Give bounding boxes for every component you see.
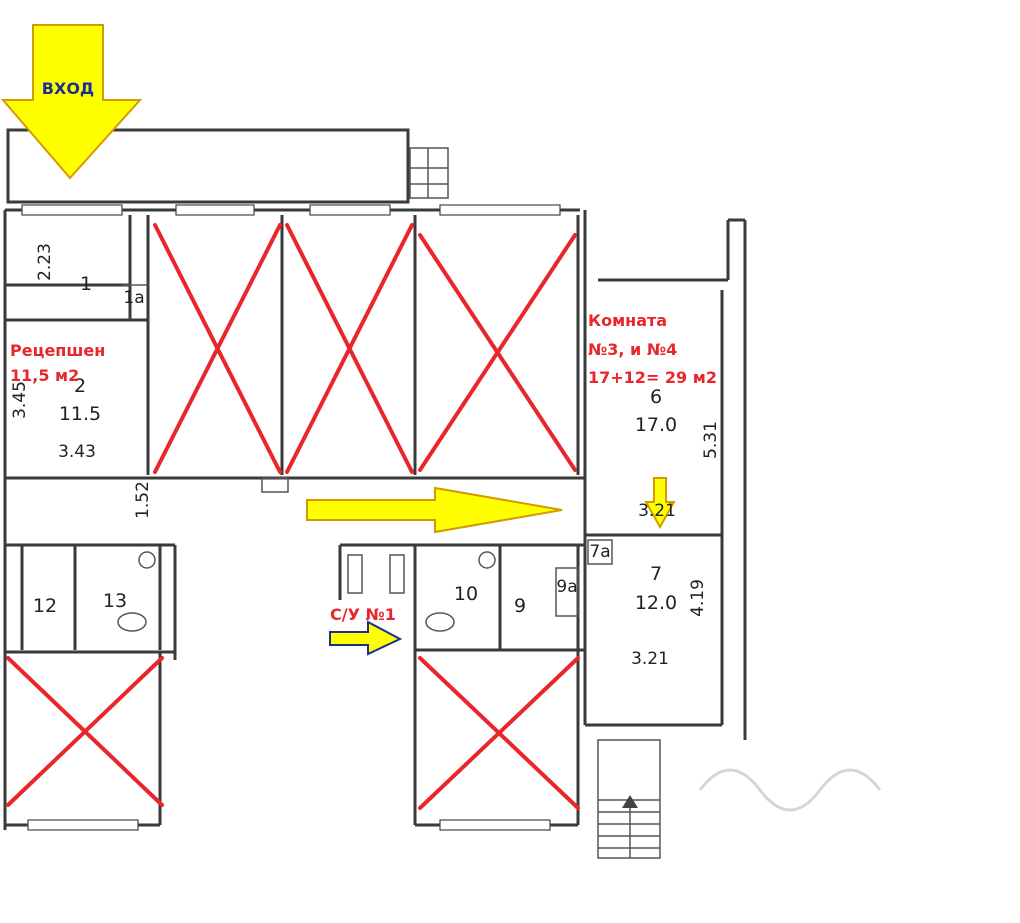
room-9-number: 9 — [514, 595, 526, 617]
room-1-dim: 2.23 — [35, 243, 55, 281]
plan-labels: 2.23 1 1а 3.45 2 11.5 3.43 1.52 6 17.0 5… — [10, 243, 721, 669]
corridor-arrow — [306, 486, 563, 534]
entrance-label: ВХОД — [42, 79, 94, 98]
crossed-rooms — [6, 223, 580, 810]
room-1-number: 1 — [80, 273, 92, 295]
toilet-arrow — [329, 620, 403, 656]
room-12-number: 12 — [33, 595, 57, 617]
room-7-area: 12.0 — [635, 592, 677, 614]
stair-box — [409, 147, 449, 199]
room-7-height: 4.19 — [688, 579, 708, 617]
room-13-number: 13 — [103, 590, 127, 612]
room-7-number: 7 — [650, 563, 662, 585]
cross-office-e2 — [418, 656, 580, 810]
room-9a-number: 9а — [556, 577, 577, 597]
annotations: ВХОД Рецепшен 11,5 м2 Комната №3, и №4 1… — [10, 79, 717, 624]
entrance-arrow — [0, 24, 143, 180]
room-2-height: 3.45 — [10, 381, 30, 419]
reception-area: 11,5 м2 — [10, 366, 79, 385]
room-6-arrow — [644, 477, 676, 530]
room-10-number: 10 — [454, 583, 478, 605]
reception-label: Рецепшен — [10, 341, 105, 360]
room-2-area: 11.5 — [59, 403, 101, 425]
rooms-label-line2: №3, и №4 — [588, 340, 677, 359]
room-7-width: 3.21 — [631, 649, 669, 669]
room-6-height: 5.31 — [701, 421, 721, 459]
room-2-width: 3.43 — [58, 442, 96, 462]
rooms-label-line3: 17+12= 29 м2 — [588, 368, 717, 387]
room-2-number: 2 — [74, 375, 86, 397]
cross-office-b2 — [285, 223, 414, 474]
cross-office-a2 — [153, 223, 282, 474]
vestibule-wall — [6, 128, 410, 204]
cross-office-c2 — [418, 233, 577, 472]
rooms-label-line1: Комната — [588, 311, 667, 330]
room-6-area: 17.0 — [635, 414, 677, 436]
room-1a-number: 1а — [123, 288, 144, 308]
room-6-width: 3.21 — [638, 501, 676, 521]
toilet-label: С/У №1 — [330, 605, 396, 624]
cross-office-d2 — [6, 656, 164, 807]
corridor-dim: 1.52 — [133, 481, 153, 519]
room-6-number: 6 — [650, 386, 662, 408]
room-7a-number: 7а — [589, 542, 610, 562]
walls — [3, 128, 882, 859]
